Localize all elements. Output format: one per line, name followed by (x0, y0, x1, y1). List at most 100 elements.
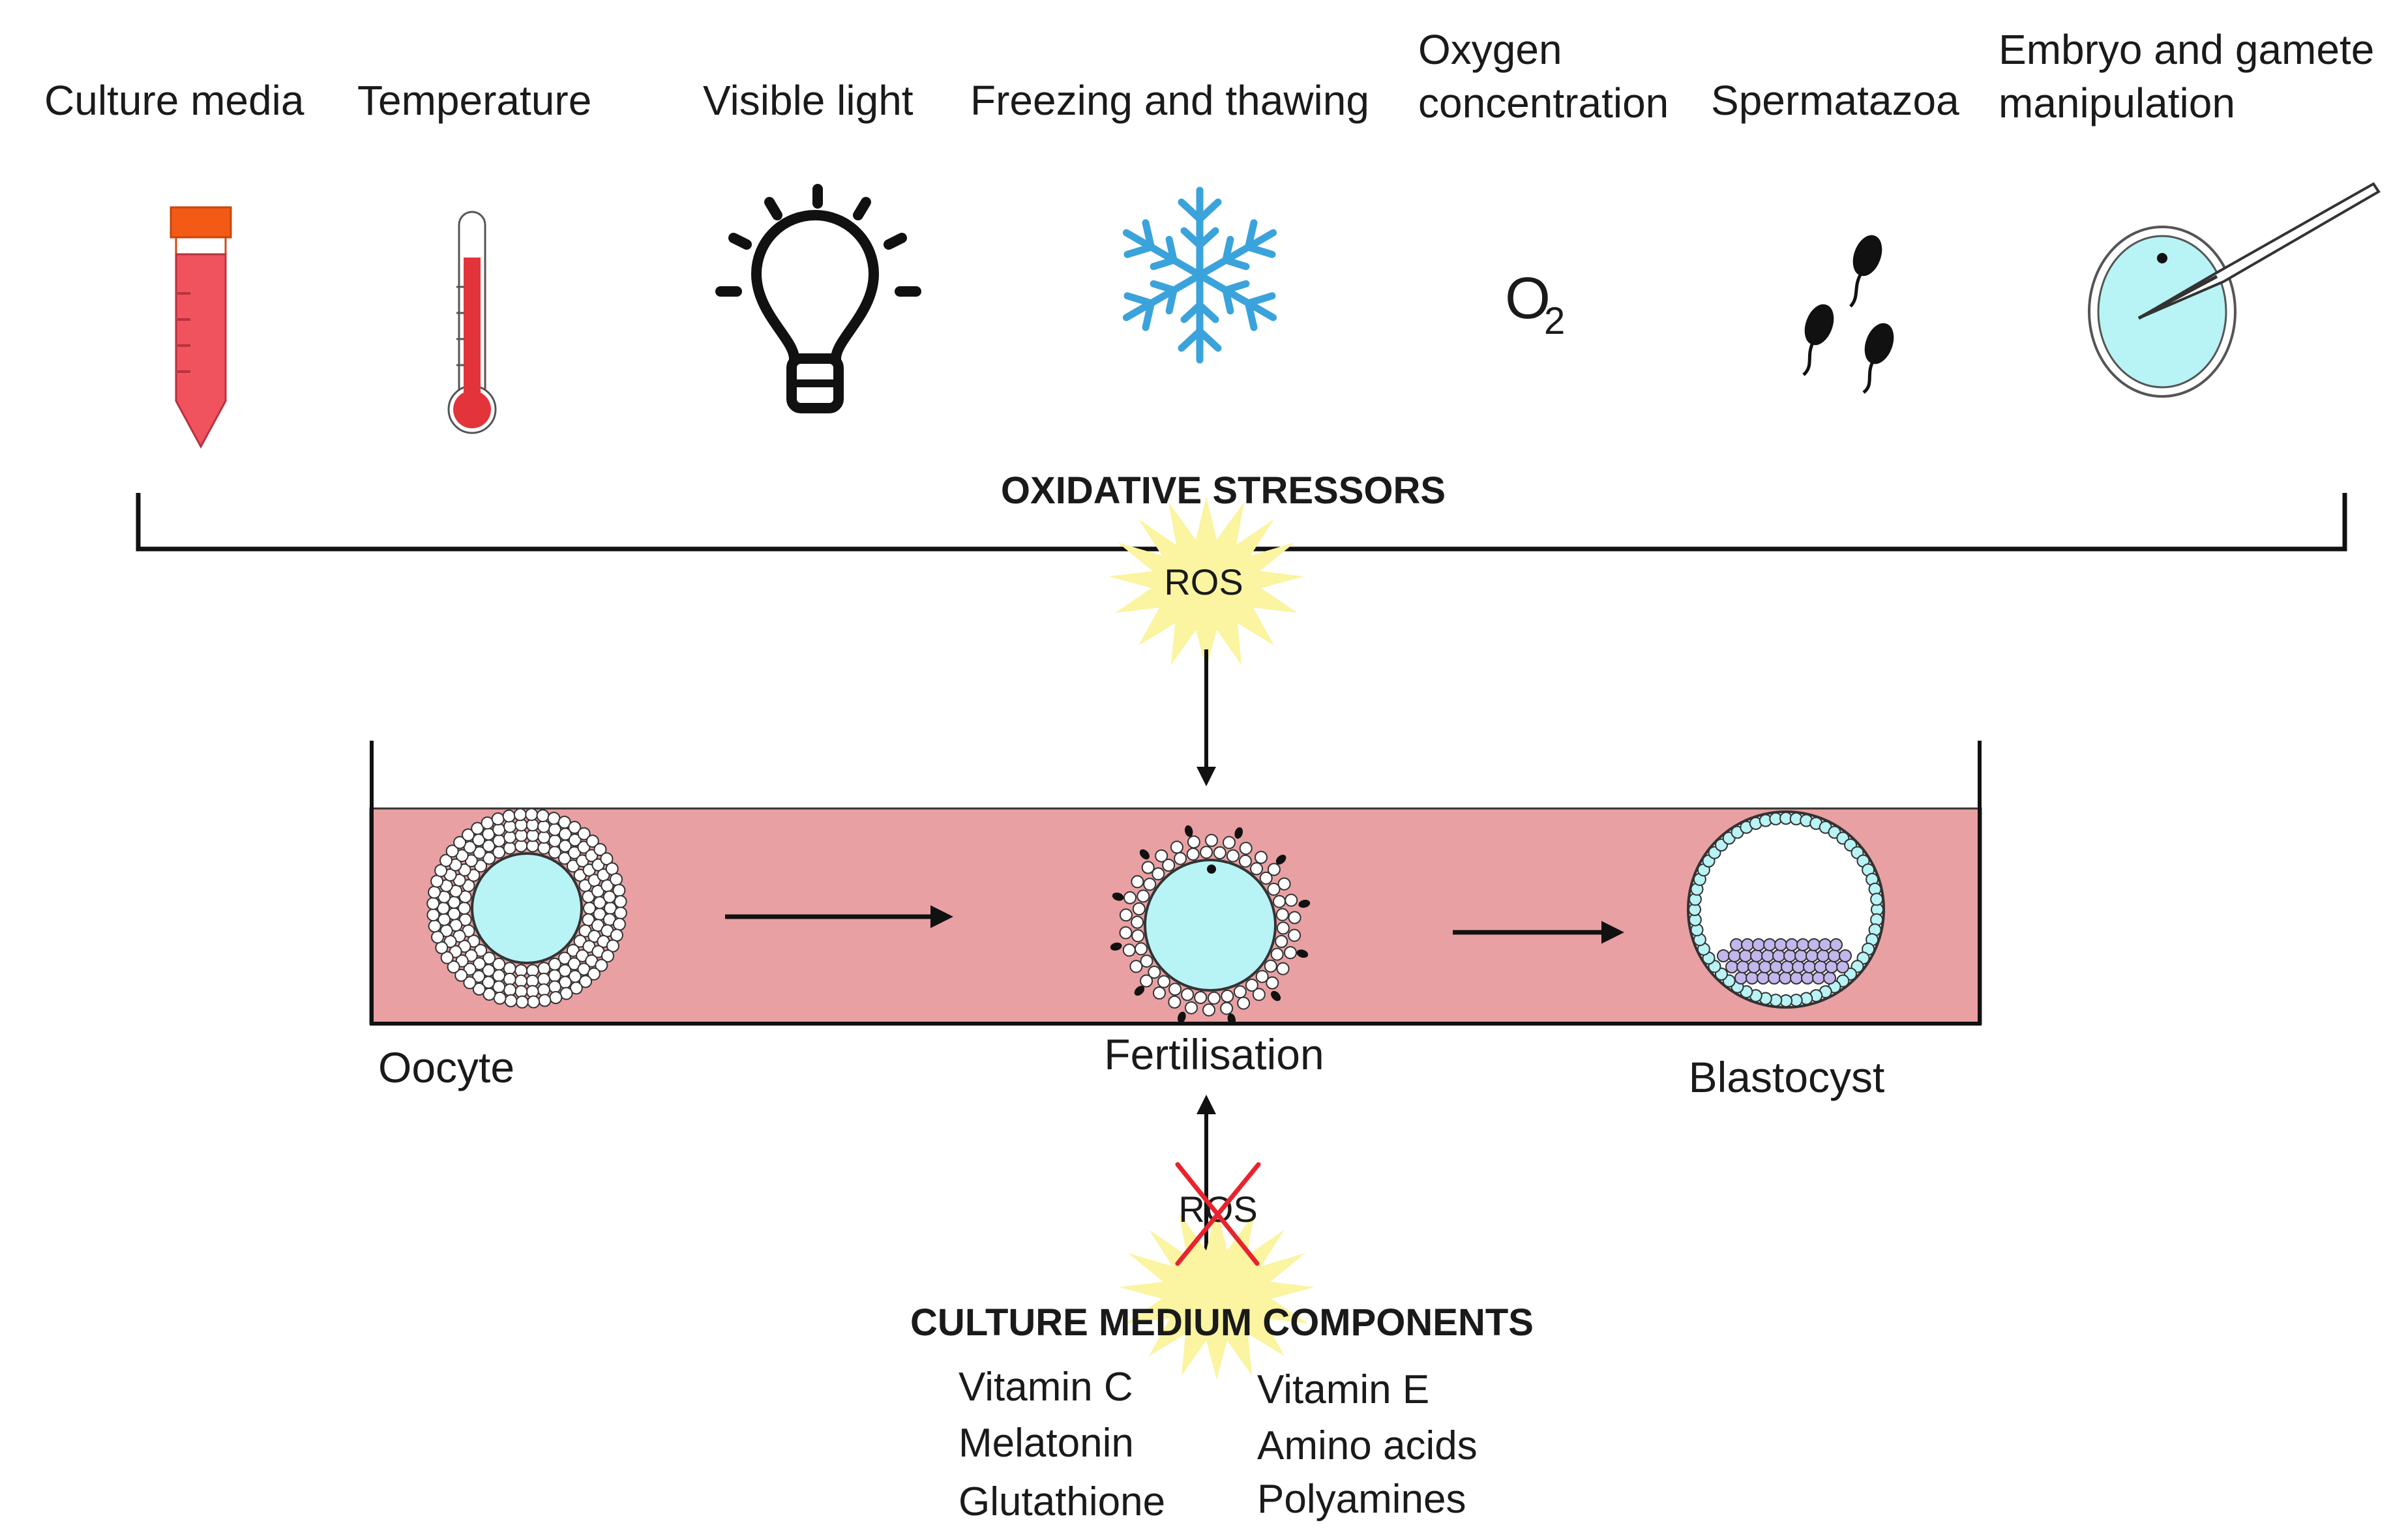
sperm-cell (1177, 1011, 1186, 1024)
cumulus-cell (577, 827, 591, 840)
inner-cell-mass-cell (1757, 971, 1770, 985)
cumulus-cell (1152, 867, 1165, 881)
ros-burst-top (1108, 497, 1304, 669)
cumulus-cell (1131, 875, 1144, 889)
cumulus-cell (1288, 911, 1301, 925)
cumulus-cell (1194, 991, 1208, 1004)
ros-burst-bottom (1119, 1207, 1315, 1380)
cumulus-cell (1186, 848, 1200, 861)
sperm-cell (1275, 854, 1286, 865)
cumulus-cell (1226, 849, 1240, 863)
antioxidant-list-right: Vitamin E Amino acids Polyamines (1257, 1367, 1478, 1522)
cumulus-cell (610, 928, 623, 942)
cumulus-cell (426, 908, 440, 922)
cumulus-cell (1259, 871, 1273, 885)
inner-cell-mass-cell (1817, 949, 1830, 962)
cumulus-cell (537, 972, 550, 986)
cumulus-cell (472, 970, 486, 983)
cumulus-cell (1174, 851, 1187, 865)
inner-cell-mass-cell (1750, 949, 1763, 962)
cumulus-cell (1275, 935, 1288, 948)
cumulus-cell (1205, 834, 1218, 847)
cumulus-cell (471, 822, 484, 835)
inner-cell-mass-cell (1794, 949, 1807, 962)
sperm-cell (1227, 1013, 1236, 1026)
sperm-cell (1271, 990, 1281, 1001)
cumulus-cell (1122, 943, 1136, 957)
stage-label-fertilisation: Fertilisation (1104, 1030, 1324, 1078)
thermometer-icon (447, 211, 497, 434)
cumulus-cell (1157, 975, 1170, 988)
inner-cell-mass-cell (1839, 949, 1852, 962)
component-vitamin-c: Vitamin C (959, 1365, 1133, 1410)
cumulus-cell (538, 994, 552, 1007)
cumulus-cell (1284, 946, 1297, 960)
ros-label-bottom: ROS (1178, 1189, 1257, 1230)
cumulus-cell (1200, 846, 1213, 859)
sperm-cell (1139, 849, 1150, 860)
cumulus-cell (1266, 976, 1279, 990)
cumulus-cell (568, 821, 582, 834)
cumulus-cell (472, 983, 486, 996)
cumulus-cell (557, 816, 571, 829)
cumulus-cell (439, 853, 453, 867)
stressor-label-freezing-thawing: Freezing and thawing (970, 77, 1369, 124)
cumulus-cell (1170, 840, 1183, 854)
inner-cell-mass-cell (1768, 971, 1781, 985)
cumulus-cell (1237, 996, 1251, 1010)
cumulus-cell (537, 831, 551, 844)
inner-cell-mass-cell (1830, 938, 1843, 951)
cumulus-cell (569, 981, 583, 995)
inner-cell-mass-cell (1734, 971, 1747, 985)
cumulus-cell (447, 960, 460, 973)
cumulus-cell (1140, 974, 1153, 988)
inner-cell-mass-cell (1717, 949, 1730, 962)
oxygen-symbol: O (1505, 266, 1551, 331)
stressor-label-manipulation-line1: Embryo and gamete (1999, 26, 2374, 73)
cumulus-cell (548, 980, 561, 994)
cumulus-cell (503, 841, 516, 855)
cumulus-cell (1238, 854, 1252, 868)
cumulus-cell (491, 812, 505, 825)
inner-cell-mass-cell (1819, 938, 1832, 951)
micropipette-icon (2088, 182, 2381, 398)
cumulus-cell (463, 962, 477, 976)
inner-cell-mass-cell (1763, 938, 1776, 951)
cumulus-cell (1275, 908, 1289, 921)
cumulus-cell (610, 872, 623, 886)
cumulus-cell (586, 835, 599, 848)
cumulus-cell (577, 840, 591, 854)
inner-cell-mass-cell (1739, 949, 1752, 962)
oxygen-subscript: 2 (1544, 300, 1565, 342)
sperm-cell (1298, 900, 1311, 908)
cumulus-cell (1264, 959, 1277, 973)
cumulus-cell (602, 890, 616, 904)
sperm-cell (1185, 825, 1193, 837)
inner-cell-mass-cell (1741, 938, 1754, 951)
cumulus-cell (492, 834, 506, 848)
cumulus-cell (593, 896, 606, 910)
cumulus-cell (473, 846, 486, 859)
cumulus-cell (428, 885, 441, 899)
component-melatonin: Melatonin (959, 1421, 1134, 1466)
cumulus-cell (1270, 947, 1284, 961)
oxygen-icon: O 2 (1505, 266, 1565, 342)
component-vitamin-e: Vitamin E (1257, 1367, 1429, 1412)
sperm-cell (1234, 827, 1243, 839)
cumulus-cell (462, 828, 475, 842)
cumulus-cell (1181, 988, 1195, 1001)
cumulus-cell (454, 968, 468, 982)
cumulus-cell (1213, 846, 1226, 859)
oxidative-stressors-heading: OXIDATIVE STRESSORS (1001, 469, 1446, 512)
cumulus-cell (1267, 863, 1281, 876)
cumulus-cell (1168, 983, 1182, 996)
inner-cell-mass-cell (1796, 938, 1809, 951)
cumulus-cell (548, 969, 561, 983)
cumulus-cell (567, 957, 581, 971)
ros-cross-mark (1175, 1162, 1261, 1266)
cumulus-cell (600, 852, 614, 866)
inner-cell-mass-cell (1828, 949, 1841, 962)
cumulus-cell (1185, 1001, 1198, 1014)
cumulus-cell (431, 930, 444, 944)
inner-cell-mass-cell (1772, 949, 1785, 962)
